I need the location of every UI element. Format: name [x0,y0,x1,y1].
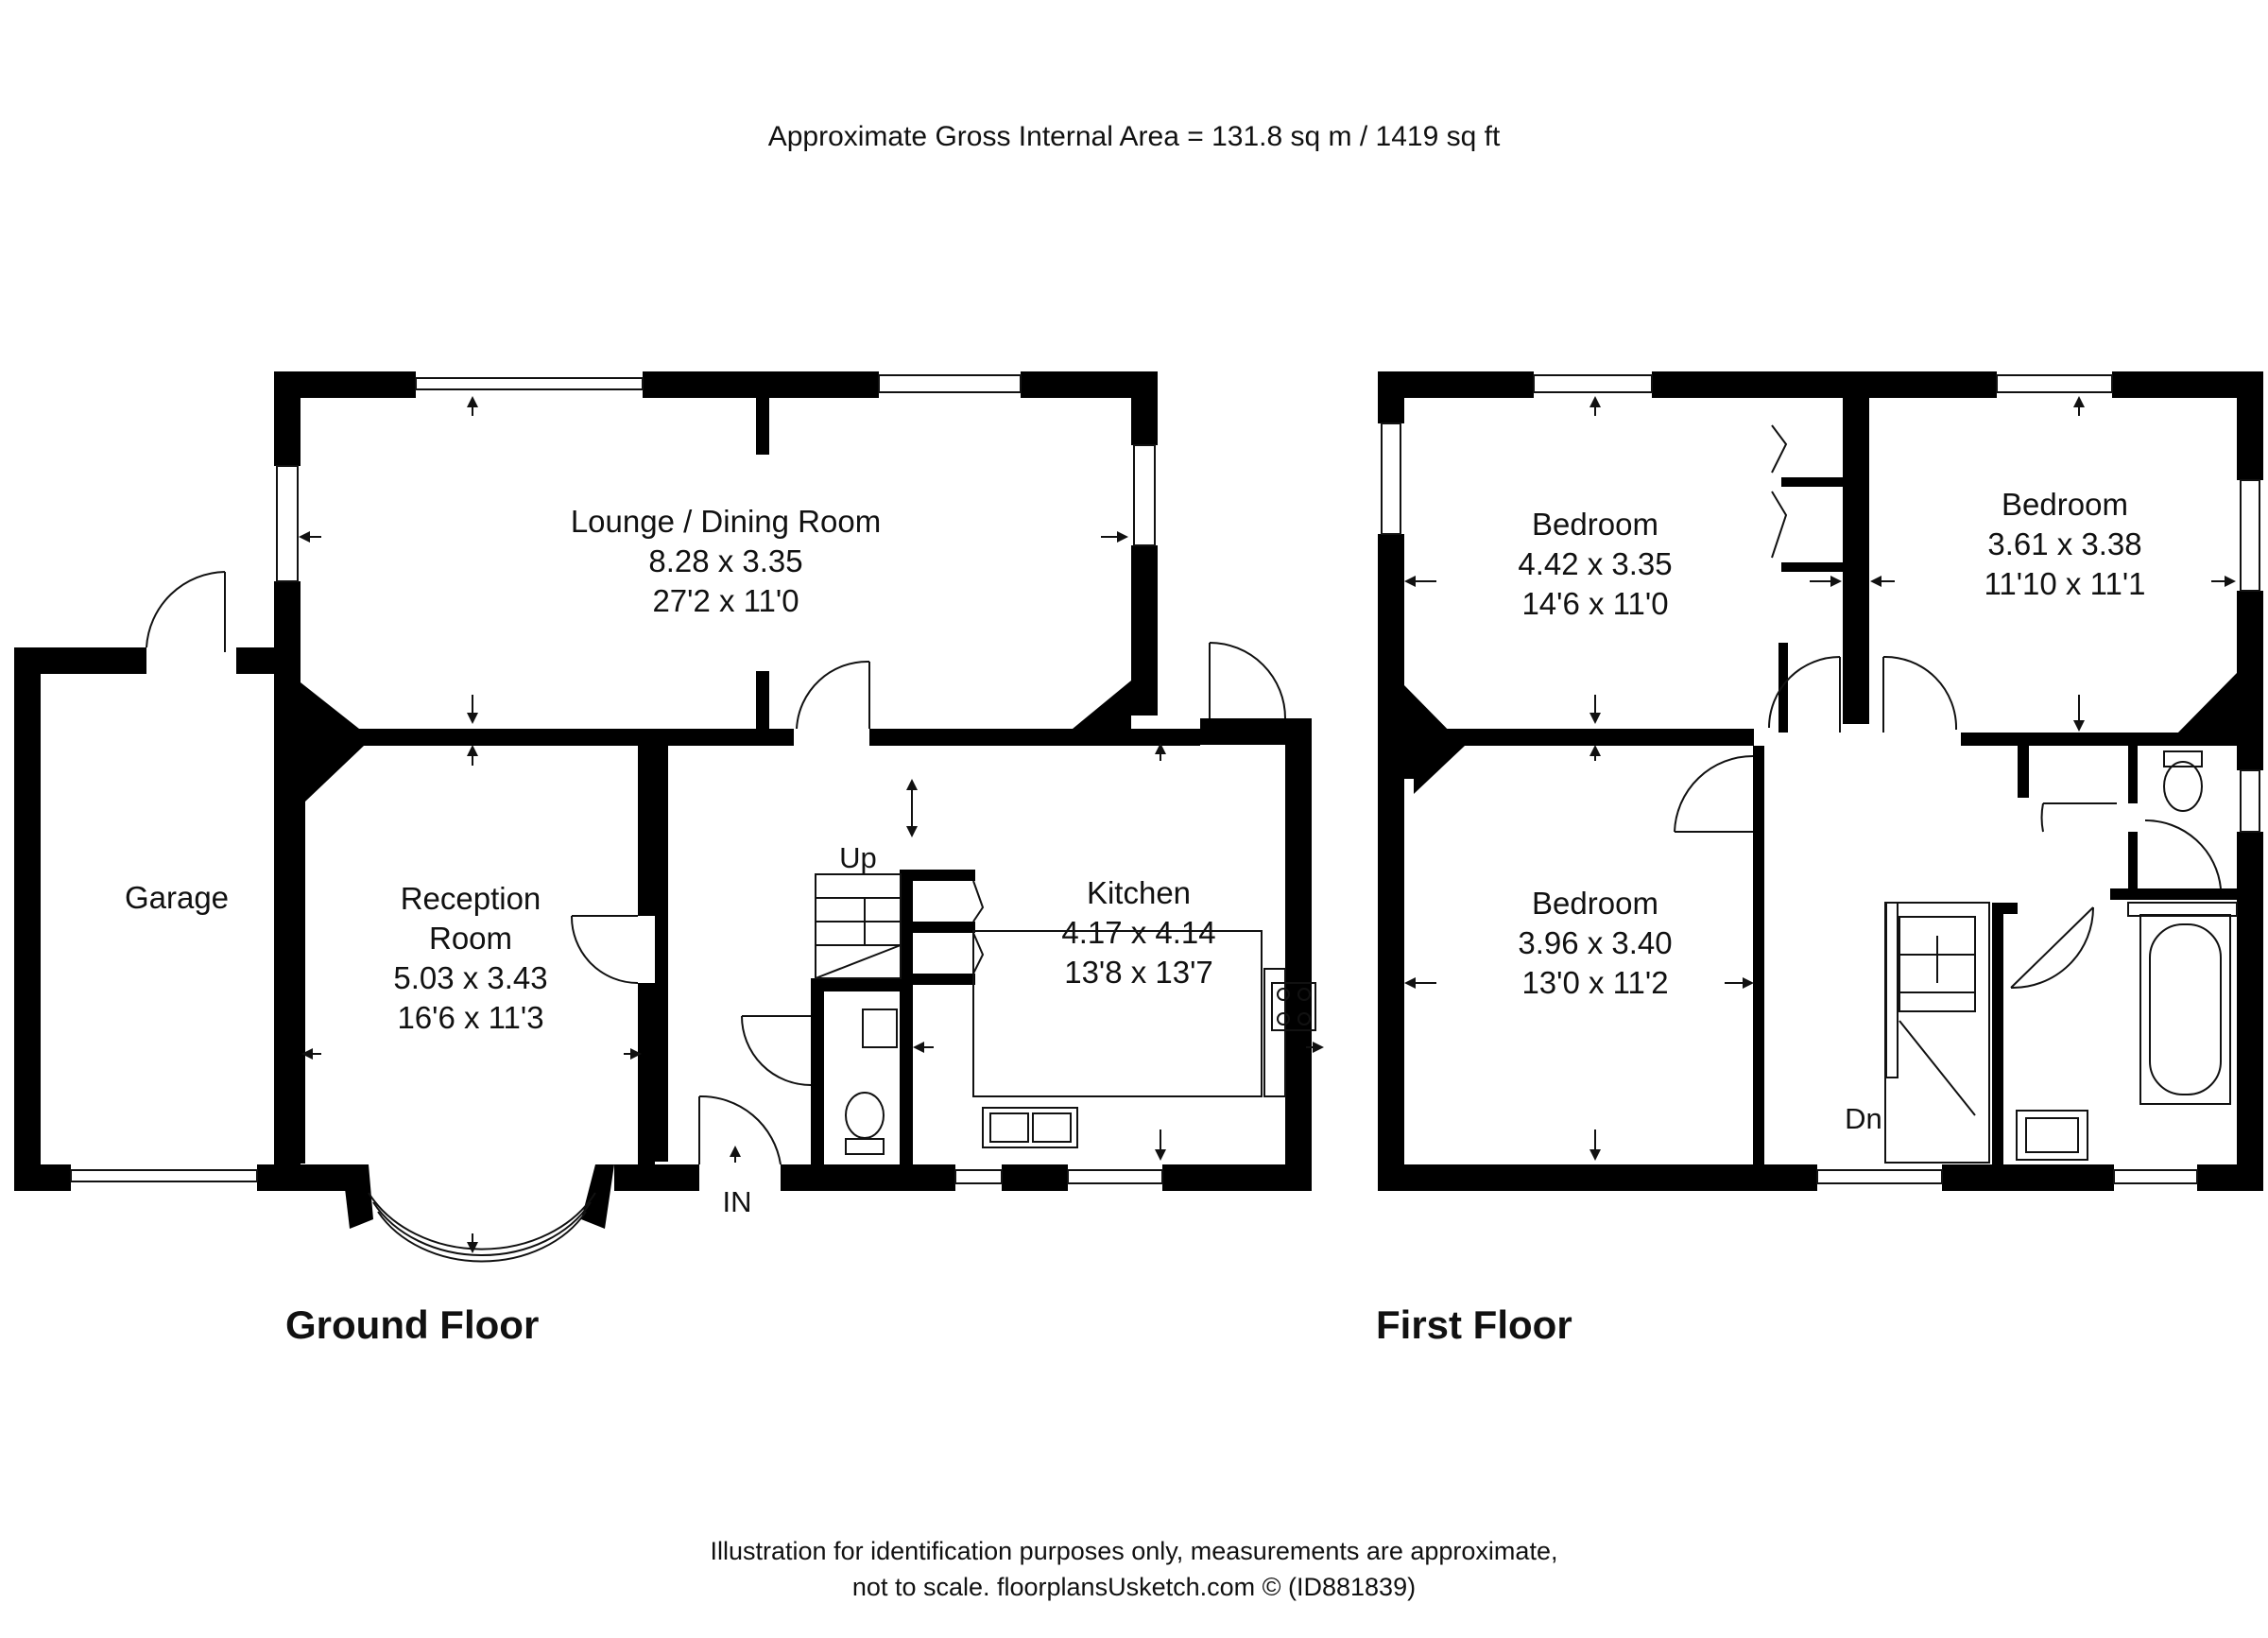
garage-name: Garage [125,880,229,915]
bedroom-2-metric: 3.61 x 3.38 [1987,526,2141,561]
disclaimer-line-1: Illustration for identification purposes… [710,1537,1558,1565]
bedroom-1-metric: 4.42 x 3.35 [1518,546,1672,581]
bedroom-3-name: Bedroom [1532,886,1658,921]
ground-floor-room-labels: Lounge / Dining Room 8.28 x 3.35 27'2 x … [125,504,1216,1218]
lounge-imperial: 27'2 x 11'0 [652,583,799,618]
reception-imperial: 16'6 x 11'3 [397,1000,543,1035]
lounge-metric: 8.28 x 3.35 [648,543,802,578]
bedroom-3-metric: 3.96 x 3.40 [1518,925,1672,960]
lounge-name: Lounge / Dining Room [571,504,881,539]
reception-metric: 5.03 x 3.43 [393,960,547,995]
first-floor-walls [1378,371,2263,1191]
stairs-down-label: Dn [1845,1102,1882,1135]
entrance-label: IN [723,1185,752,1218]
ground-floor-fittings [815,873,1316,1155]
ground-floor-walls [14,371,1312,1229]
first-floor-room-labels: Bedroom 4.42 x 3.35 14'6 x 11'0 Bedroom … [1518,487,2145,1135]
disclaimer: Illustration for identification purposes… [0,1533,2268,1605]
disclaimer-line-2: not to scale. floorplansUsketch.com © (I… [851,1573,1417,1601]
bedroom-2-imperial: 11'10 x 11'1 [1984,566,2145,601]
bedroom-3-imperial: 13'0 x 11'2 [1521,965,1668,1000]
first-floor-doors [1674,424,2222,990]
ground-floor-dimension-arrows [299,396,1324,1253]
first-floor-windows [1381,374,2260,1184]
gross-internal-area: Approximate Gross Internal Area = 131.8 … [767,121,1501,152]
bedroom-1-name: Bedroom [1532,507,1658,542]
ground-floor-windows [70,374,1163,1263]
ground-floor-label: Ground Floor [285,1302,540,1347]
reception-name-line2: Room [429,921,512,956]
reception-name-line1: Reception [401,881,541,916]
kitchen-metric: 4.17 x 4.14 [1061,915,1215,950]
kitchen-imperial: 13'8 x 13'7 [1064,955,1213,990]
ground-floor-doors [146,571,1286,1165]
bedroom-1-imperial: 14'6 x 11'0 [1521,586,1668,621]
bedroom-2-name: Bedroom [2002,487,2128,522]
stairs-up-label: Up [839,841,877,874]
first-floor-fittings [1884,750,2238,1164]
first-floor-dimension-arrows [1404,396,2236,1161]
kitchen-name: Kitchen [1087,875,1191,910]
first-floor-label: First Floor [1376,1302,1572,1347]
